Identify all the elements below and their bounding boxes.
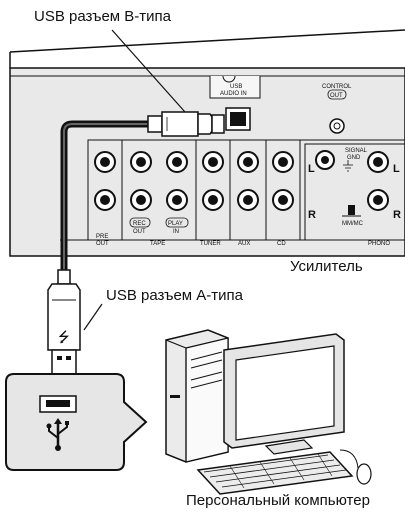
rec-out-label: OUT (133, 229, 146, 235)
pc-mouse (356, 463, 372, 485)
phono-l-left: L (308, 163, 315, 175)
control-out-jack (329, 118, 345, 134)
pc-label: Персональный компьютер (186, 492, 370, 509)
signal-gnd-label-2: GND (347, 155, 361, 161)
phono-label: PHONO (368, 241, 390, 247)
pre-out-label-2: OUT (96, 241, 109, 247)
usb-a-pointer (83, 303, 103, 331)
pre-out-label: PRE (96, 234, 108, 240)
play-label: PLAY (168, 221, 183, 227)
usb-b-connector-label: USB разъем B-типа (34, 8, 171, 25)
usb-a-connector-label: USB разъем A-типа (106, 287, 243, 304)
rca-jacks-row-right (94, 189, 294, 211)
signal-gnd-label: SIGNAL (345, 148, 368, 154)
usb-a-plug: ⭍ (47, 269, 81, 377)
pc-screen (235, 345, 335, 441)
phono-r-left: R (308, 209, 316, 221)
usb-icon (46, 418, 69, 451)
amplifier-label: Усилитель (290, 258, 363, 275)
phono-r-right: R (393, 209, 401, 221)
usb-b-pointer (111, 29, 186, 113)
cd-label: CD (277, 241, 286, 247)
personal-computer (165, 329, 372, 495)
play-in-label: IN (173, 229, 179, 235)
rec-label: REC (133, 221, 146, 227)
rca-jacks-row-left (94, 151, 294, 173)
amplifier-panel: USB AUDIO IN CONTROL OUT (9, 29, 405, 257)
control-out-label-2: OUT (330, 93, 343, 99)
tape-label: TAPE (150, 241, 165, 247)
usb-port-callout (5, 373, 148, 471)
tuner-label: TUNER (200, 241, 221, 247)
usb-b-plug (147, 111, 225, 137)
phono-l-right: L (393, 163, 400, 175)
mm-mc-label: MM/MC (342, 221, 364, 227)
usb-audio-in-label: USB (230, 84, 242, 90)
pc-keyboard (196, 451, 354, 495)
mm-mc-switch (348, 205, 355, 215)
aux-label: AUX (238, 241, 250, 247)
control-out-label: CONTROL (322, 84, 352, 90)
usb-audio-in-label-2: AUDIO IN (220, 91, 247, 97)
usb-cable: ⭍ (47, 111, 225, 377)
svg-text:⭍: ⭍ (58, 330, 70, 346)
